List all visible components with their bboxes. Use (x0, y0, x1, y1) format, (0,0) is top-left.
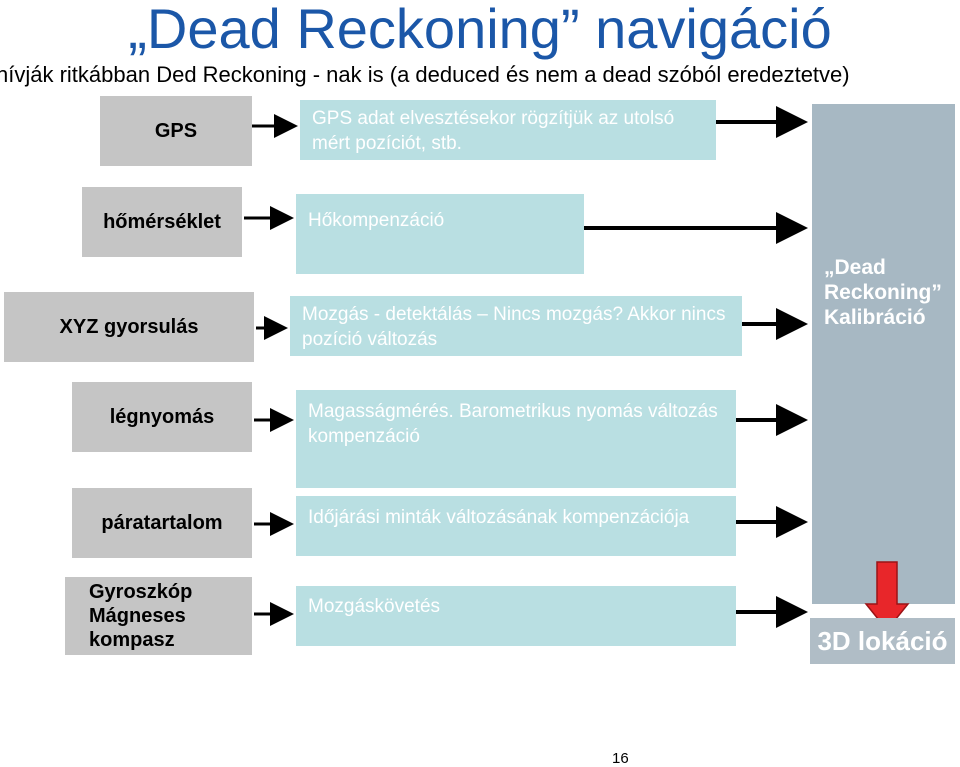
source-temperature: hőmérséklet (82, 187, 242, 257)
source-acceleration-label: XYZ gyorsulás (59, 316, 199, 338)
source-temperature-label: hőmérséklet (103, 211, 221, 233)
output-down-arrow (864, 561, 910, 632)
output-3d-location: 3D lokáció (810, 618, 955, 664)
process-humidity: Időjárási minták változásának kompenzáci… (296, 496, 736, 556)
process-gyro-text: Mozgáskövetés (308, 596, 441, 617)
page-number: 16 (612, 750, 629, 767)
calibration-box (812, 104, 955, 604)
process-humidity-text: Időjárási minták változásának kompenzáci… (308, 507, 690, 528)
source-gps: GPS (100, 96, 252, 166)
source-pressure: légnyomás (72, 382, 252, 452)
source-humidity-label: páratartalom (101, 512, 223, 534)
source-pressure-label: légnyomás (109, 406, 215, 428)
source-gyro-label: Gyroszkóp (89, 581, 193, 603)
calibration-line-1: „Dead (824, 256, 886, 279)
source-acceleration: XYZ gyorsulás (4, 292, 254, 362)
process-temperature: Hőkompenzáció (296, 194, 584, 274)
page-title: „Dead Reckoning” navigáció (128, 0, 832, 60)
output-3d-location-label: 3D lokáció (817, 625, 948, 656)
source-gps-label: GPS (154, 120, 198, 142)
process-gps-text: GPS adat elvesztésekor rögzítjük az utol… (312, 108, 675, 154)
source-humidity: páratartalom (72, 488, 252, 558)
process-gyro: Mozgáskövetés (296, 586, 736, 646)
calibration-label: „Dead Reckoning” Kalibráció (824, 255, 954, 330)
process-pressure: Magasságmérés. Barometrikus nyomás válto… (296, 390, 736, 488)
process-acceleration: Mozgás - detektálás – Nincs mozgás? Akko… (290, 296, 742, 356)
calibration-line-2: Reckoning” (824, 281, 942, 304)
process-gps: GPS adat elvesztésekor rögzítjük az utol… (300, 100, 716, 160)
calibration-line-3: Kalibráció (824, 306, 926, 329)
source-magnetic-label: Mágneses (89, 605, 186, 627)
process-acceleration-text: Mozgás - detektálás – Nincs mozgás? Akko… (302, 304, 726, 350)
source-compass-label: kompasz (89, 629, 175, 651)
source-gyro-compass: Gyroszkóp Mágneses kompasz (65, 577, 252, 655)
process-temperature-text: Hőkompenzáció (308, 210, 445, 231)
page-subtitle: hívják ritkábban Ded Reckoning - nak is … (0, 62, 850, 87)
process-pressure-text: Magasságmérés. Barometrikus nyomás válto… (308, 401, 718, 447)
